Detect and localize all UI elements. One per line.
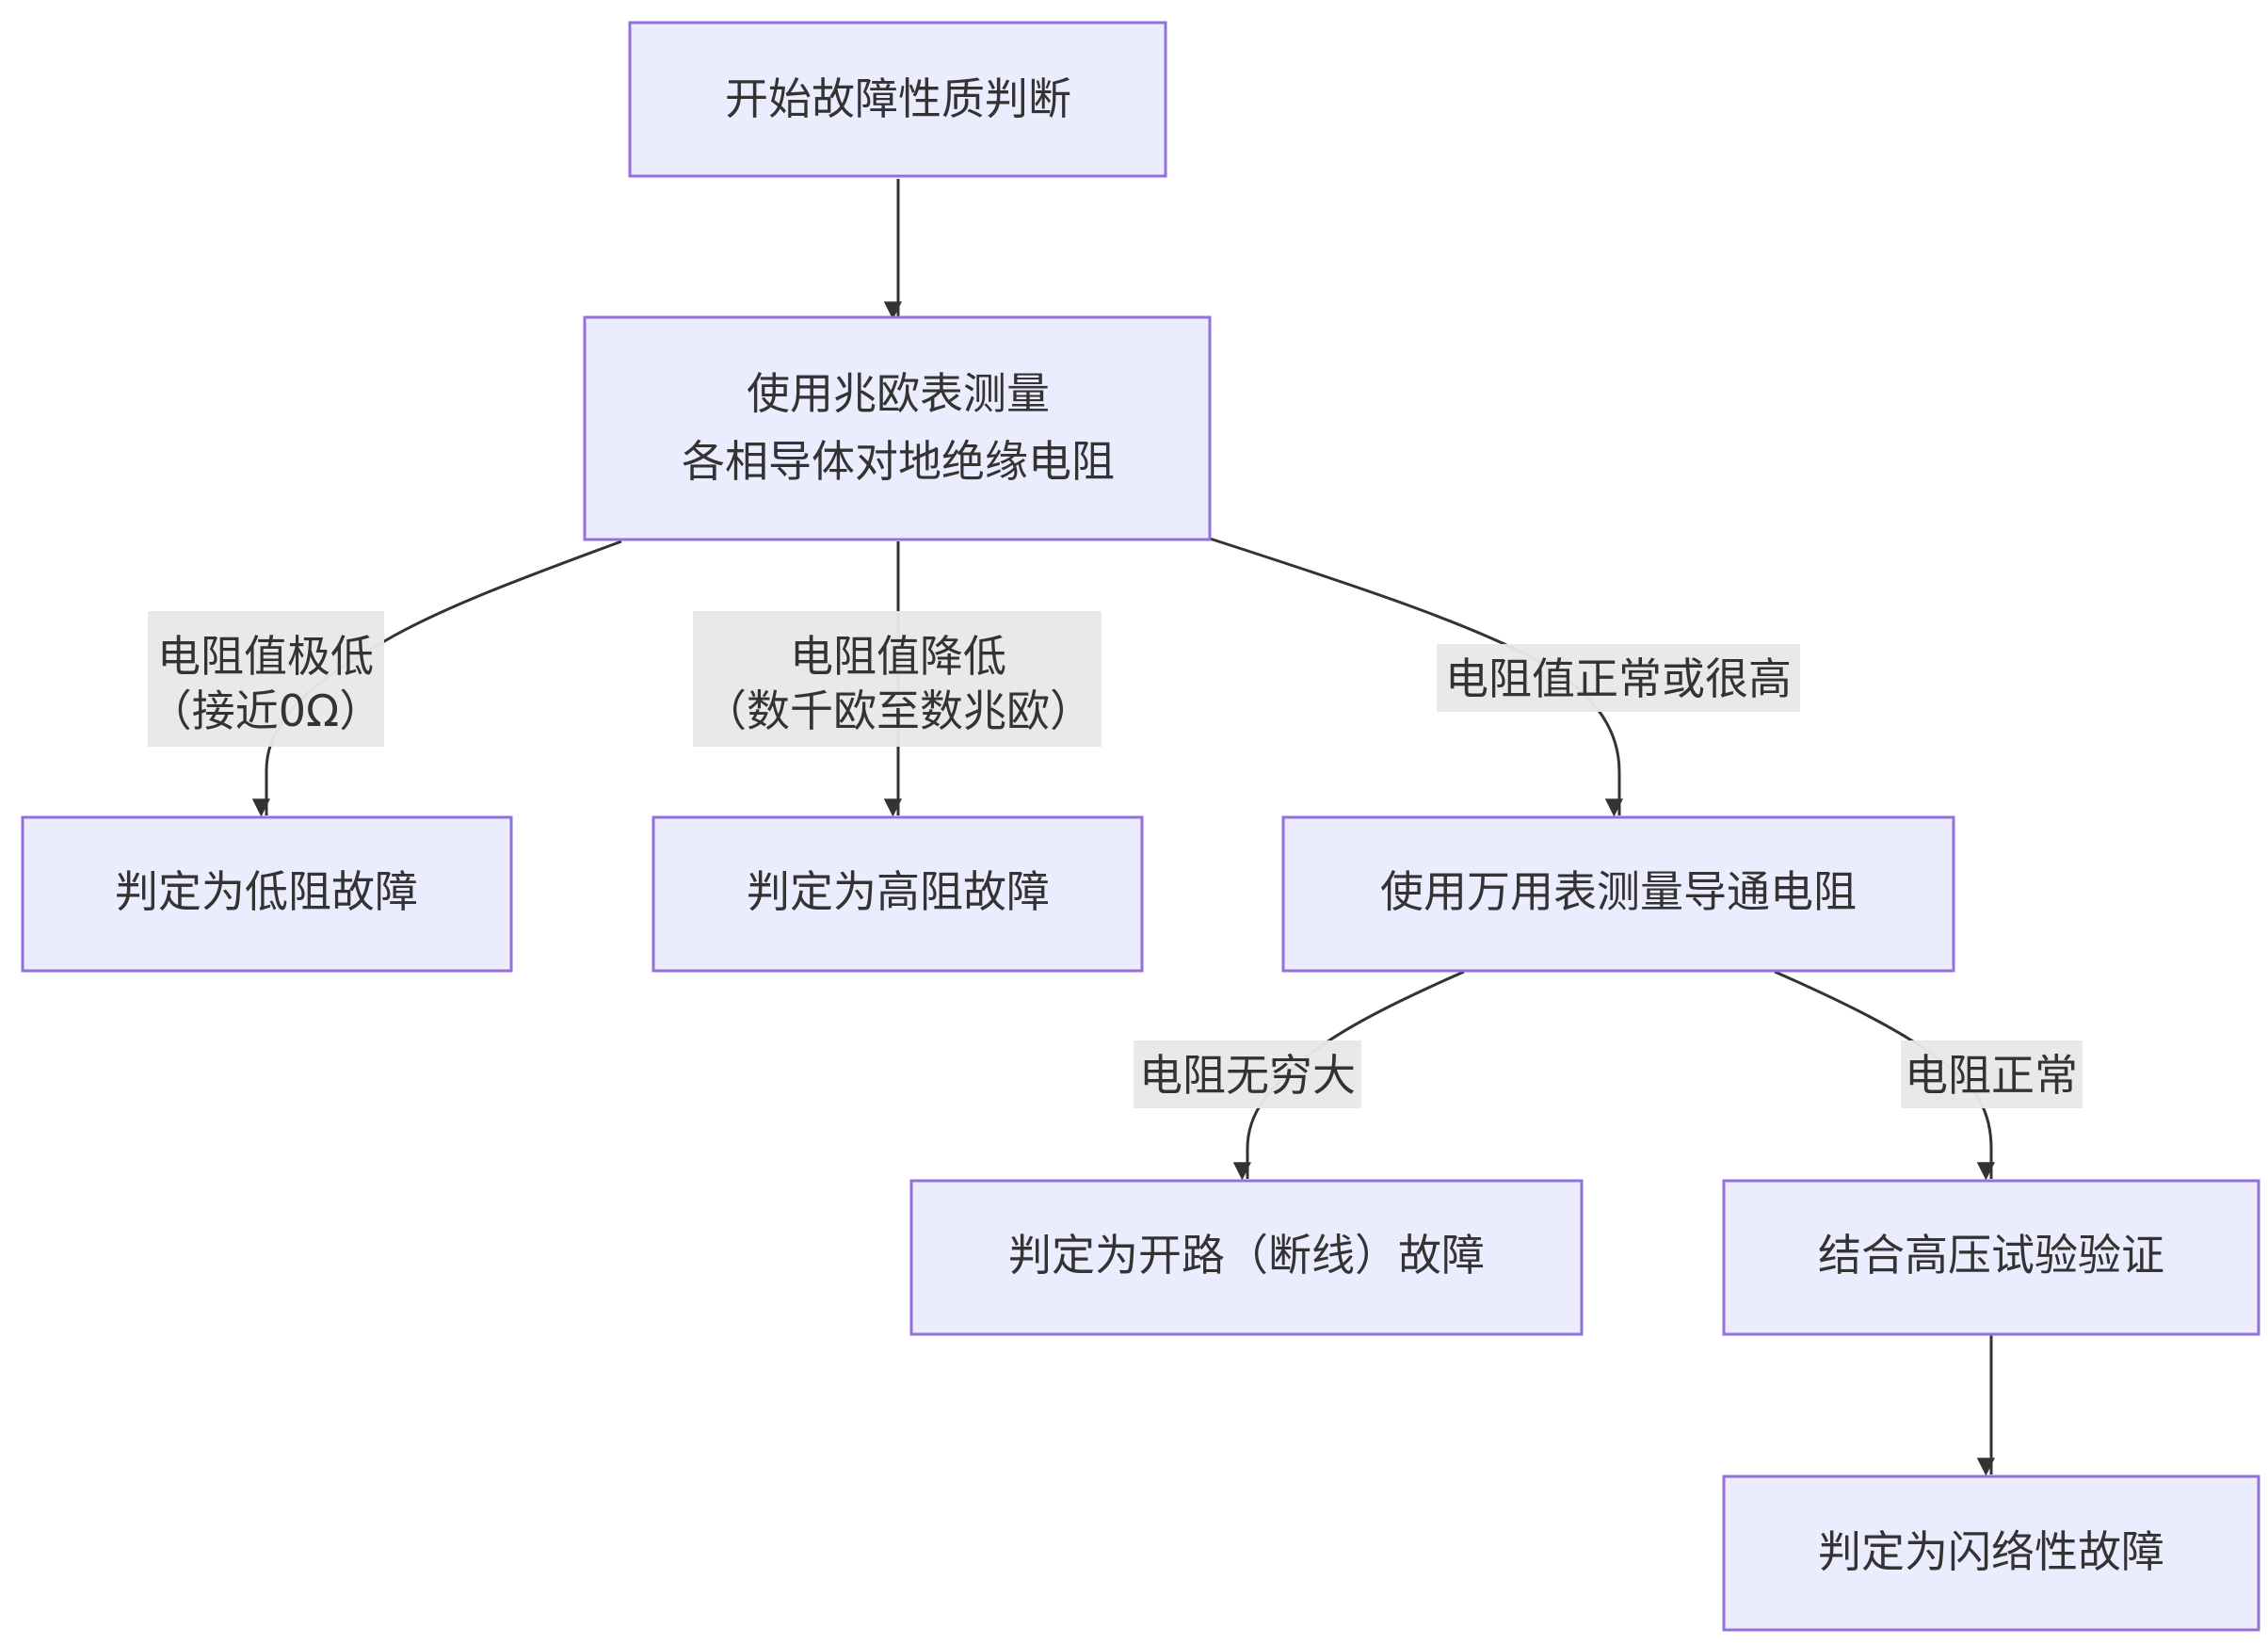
node-low: 判定为低阻故障 xyxy=(21,815,513,973)
node-open: 判定为开路（断线）故障 xyxy=(909,1179,1584,1336)
edge-label-infinite: 电阻无穷大 xyxy=(1134,1040,1361,1108)
node-start: 开始故障性质判断 xyxy=(628,21,1167,178)
edge-label-very-low-line-1: 电阻值极低 xyxy=(157,631,374,682)
node-hv-text: 结合高压试验验证 xyxy=(1818,1230,2164,1281)
node-high: 判定为高阻故障 xyxy=(651,815,1144,973)
node-high-text: 判定为高阻故障 xyxy=(747,866,1050,917)
node-flash-text: 判定为闪络性故障 xyxy=(1818,1526,2164,1577)
edge-label-very-low-line-2: （接近0Ω） xyxy=(149,685,382,736)
edge-label-reduced-line-1: 电阻值降低 xyxy=(790,631,1006,682)
node-megger-line-2: 各相导体对地绝缘电阻 xyxy=(682,436,1115,487)
node-hv: 结合高压试验验证 xyxy=(1722,1179,2260,1336)
node-flash: 判定为闪络性故障 xyxy=(1722,1475,2260,1632)
edge-label-normal-text: 电阻正常 xyxy=(1905,1050,2078,1101)
node-megger-line-1: 使用兆欧表测量 xyxy=(747,368,1050,419)
edge-label-very-low: 电阻值极低 （接近0Ω） xyxy=(148,611,384,747)
node-open-text: 判定为开路（断线）故障 xyxy=(1008,1230,1485,1281)
edge-label-reduced: 电阻值降低 （数千欧至数兆欧） xyxy=(693,611,1102,747)
edge-label-infinite-text: 电阻无穷大 xyxy=(1139,1050,1356,1101)
edge-label-normal: 电阻正常 xyxy=(1901,1040,2083,1108)
node-low-text: 判定为低阻故障 xyxy=(115,866,418,917)
node-megger: 使用兆欧表测量 各相导体对地绝缘电阻 xyxy=(583,315,1212,541)
node-multimeter: 使用万用表测量导通电阻 xyxy=(1281,815,1955,973)
node-multimeter-text: 使用万用表测量导通电阻 xyxy=(1380,866,1857,917)
edge-label-normal-high: 电阻值正常或很高 xyxy=(1437,644,1800,712)
node-start-text: 开始故障性质判断 xyxy=(725,73,1071,124)
edge-label-normal-high-text: 电阻值正常或很高 xyxy=(1445,653,1792,704)
edge-label-reduced-line-2: （数千欧至数兆欧） xyxy=(703,685,1093,736)
